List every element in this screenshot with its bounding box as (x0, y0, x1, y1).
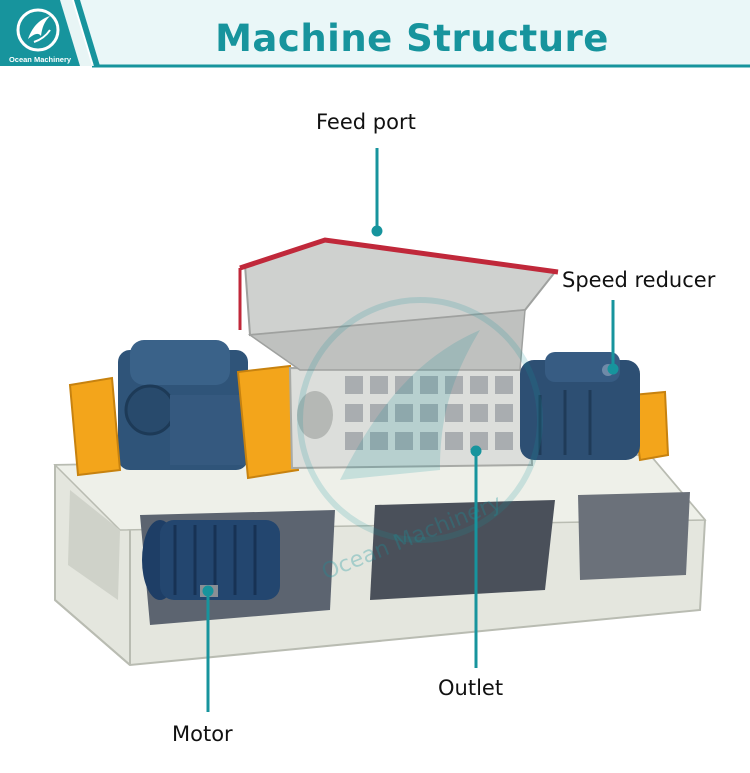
left-gearbox (118, 340, 248, 470)
outlet-label: Outlet (438, 676, 504, 700)
header-banner: Ocean Machinery Machine Structure (0, 0, 750, 72)
header-background (0, 0, 750, 68)
logo (14, 6, 62, 54)
page-title: Machine Structure (215, 16, 609, 60)
bearing-blocks (68, 364, 670, 480)
speed-reducer-label: Speed reducer (562, 268, 716, 292)
logo-text: Ocean Machinery (8, 55, 72, 64)
cutter-housing (288, 366, 534, 470)
motor-label: Motor (172, 722, 233, 746)
motor-body (142, 520, 280, 600)
watermark-logo (297, 297, 543, 543)
feed-port-label: Feed port (316, 110, 416, 134)
right-gearbox (520, 352, 640, 460)
bird-in-circle-logo-icon (16, 8, 60, 52)
hopper (238, 237, 559, 371)
shredder-machine-illustration: Ocean Machinery (53, 237, 707, 667)
